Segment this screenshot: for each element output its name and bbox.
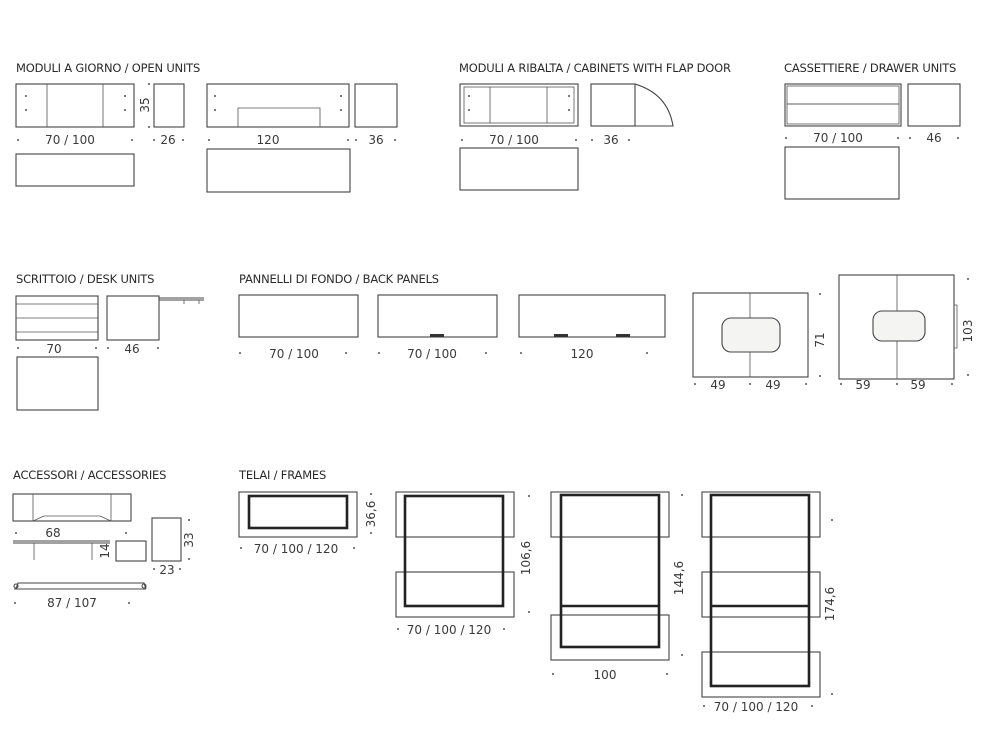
- dim-desk-46: 46: [124, 342, 139, 356]
- dim-frame-h2: 106,6: [519, 541, 533, 575]
- flap-unit-side: [590, 83, 674, 127]
- back-panel-dims: 70 / 100 70 / 100 120 49 49 71 59 59 103: [239, 278, 975, 392]
- dim-panel-59b: 59: [910, 378, 925, 392]
- accessory-rail: [13, 582, 147, 590]
- dim-panel-49a: 49: [710, 378, 725, 392]
- open-unit-front: [15, 83, 135, 128]
- flap-dims: 70 / 100 36: [461, 133, 630, 147]
- open-units-dims: 70 / 100 26 35 120 36: [17, 83, 396, 147]
- dim-acc-23: 23: [159, 563, 174, 577]
- open-unit-side: [153, 83, 185, 128]
- dim-open-small: 26: [160, 133, 175, 147]
- heading-frames: TELAI / FRAMES: [238, 468, 326, 482]
- frame-144: [550, 491, 670, 661]
- accessory-shelf: [13, 540, 110, 560]
- drawer-dims: 70 / 100 46: [785, 131, 959, 145]
- dim-flap-width: 70 / 100: [489, 133, 539, 147]
- flap-unit-front: [459, 83, 579, 127]
- open-unit-wide-side: [354, 83, 398, 128]
- dim-flap-36: 36: [603, 133, 618, 147]
- dim-frame-w2: 70 / 100 / 120: [407, 623, 491, 637]
- dim-open-36: 36: [368, 133, 383, 147]
- back-panel-two-slots: [518, 294, 666, 338]
- drawer-unit-side: [907, 83, 961, 127]
- dim-open-wide: 120: [257, 133, 280, 147]
- dim-frame-h3: 144,6: [672, 561, 686, 595]
- accessory-box: [115, 540, 147, 562]
- desk-unit-side: [106, 295, 204, 341]
- dim-open-width: 70 / 100: [45, 133, 95, 147]
- dim-open-height: 35: [138, 97, 152, 112]
- dim-drawer-46: 46: [926, 131, 941, 145]
- desk-unit-front: [15, 295, 99, 341]
- dim-acc-33: 33: [182, 532, 196, 547]
- accessory-tray-front: [12, 493, 132, 522]
- back-panel-one-slot: [377, 294, 498, 338]
- heading-open-units: MODULI A GIORNO / OPEN UNITS: [16, 61, 200, 75]
- flap-unit-top: [459, 147, 579, 191]
- dim-panel-103: 103: [961, 320, 975, 343]
- dim-acc-14: 14: [98, 543, 112, 558]
- dim-acc-68: 68: [45, 526, 60, 540]
- dim-desk-70: 70: [46, 342, 61, 356]
- desk-unit-top: [16, 356, 99, 411]
- dim-panel-71: 71: [813, 332, 827, 347]
- dim-frame-h1: 36,6: [364, 501, 378, 528]
- frame-106: [395, 491, 515, 618]
- heading-desk-units: SCRITTOIO / DESK UNITS: [16, 272, 154, 286]
- back-panel-tall-cutout: [838, 274, 958, 380]
- desk-dims: 70 46: [17, 342, 159, 356]
- heading-flap-door: MODULI A RIBALTA / CABINETS WITH FLAP DO…: [459, 61, 731, 75]
- accessory-block: [151, 517, 182, 562]
- dim-panel-59a: 59: [855, 378, 870, 392]
- drawer-unit-top: [784, 146, 900, 200]
- open-unit-wide-top: [206, 148, 351, 193]
- dim-drawer-width: 70 / 100: [813, 131, 863, 145]
- frame-dims: 70 / 100 / 120 36,6 106,6 70 / 100 / 120…: [240, 493, 837, 714]
- dim-frame-h4: 174,6: [823, 587, 837, 621]
- dim-acc-87: 87 / 107: [47, 596, 97, 610]
- drawer-unit-front: [784, 83, 902, 127]
- heading-accessories: ACCESSORI / ACCESSORIES: [13, 468, 166, 482]
- dim-frame-w4: 70 / 100 / 120: [714, 700, 798, 714]
- back-panel-square-cutout: [692, 292, 809, 378]
- dim-frame-w3: 100: [594, 668, 617, 682]
- accessory-dims: 68 14 23 33 87 / 107: [14, 519, 196, 610]
- heading-back-panels: PANNELLI DI FONDO / BACK PANELS: [239, 272, 439, 286]
- dim-panel-a: 70 / 100: [269, 347, 319, 361]
- heading-drawer-units: CASSETTIERE / DRAWER UNITS: [784, 61, 956, 75]
- open-unit-top: [15, 153, 135, 187]
- dim-panel-b: 70 / 100: [407, 347, 457, 361]
- open-unit-wide-front: [206, 83, 350, 128]
- frame-small: [238, 491, 358, 538]
- dim-panel-49b: 49: [765, 378, 780, 392]
- dim-panel-c: 120: [571, 347, 594, 361]
- dim-frame-w1: 70 / 100 / 120: [254, 542, 338, 556]
- frame-174: [701, 491, 821, 698]
- back-panel-plain: [238, 294, 359, 338]
